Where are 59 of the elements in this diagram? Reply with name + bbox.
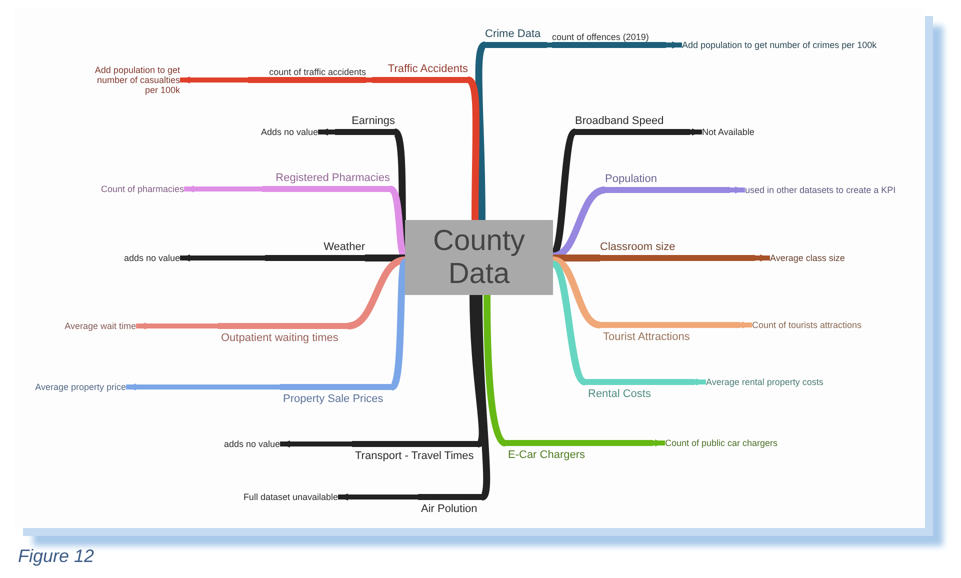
leaf-note: Count of public car chargers: [665, 438, 778, 448]
branch-connector: [366, 78, 372, 82]
leaf-note: Count of tourists attractions: [752, 320, 862, 330]
branch-topic: Crime Data: [485, 27, 547, 48]
branch-topic: Outpatient waiting times: [218, 323, 348, 345]
leaf-note: Not Available: [702, 127, 754, 137]
branch-connector: [184, 186, 262, 192]
branch-connector: [484, 294, 506, 446]
branch-connector: [338, 494, 418, 500]
branch-connector: [180, 254, 265, 262]
leaf-note: Average wait time: [64, 321, 136, 331]
branch-topic: Property Sale Prices: [280, 384, 392, 406]
branch-topic: Population: [605, 172, 730, 193]
branch-connector: [347, 256, 406, 330]
branch-topic: Transport - Travel Times: [352, 441, 478, 463]
leaf-note: Add population to get number of casualties per 100k: [90, 65, 180, 95]
branch-connector: [466, 76, 480, 220]
branch-connector: [180, 76, 248, 84]
branch-connector: [280, 440, 352, 448]
branch-topic: count of offences (2019): [552, 27, 666, 48]
leaf-note: Adds no value: [260, 127, 318, 137]
branch-connector: [730, 186, 745, 194]
branch-topic: Registered Pharmacies: [262, 171, 390, 192]
leaf-note: Full dataset unavailable: [243, 492, 338, 502]
branch-connector: [318, 128, 335, 136]
branch-topic: count of traffic accidents: [248, 62, 366, 83]
branch-connector: [553, 254, 600, 262]
branch-connector: [740, 322, 752, 328]
branch-connector: [755, 254, 770, 262]
figure-caption: Figure 12: [18, 546, 94, 567]
branch-topic: E-Car Chargers: [505, 440, 653, 462]
leaf-note: Add population to get number of crimes per 100k: [682, 40, 877, 50]
leaf-note: Average rental property costs: [706, 377, 824, 387]
branch-connector: [547, 42, 552, 48]
leaf-note: Average property price: [35, 382, 126, 392]
branch-connector: [126, 384, 280, 390]
branch-connector: [552, 256, 601, 328]
leaf-note: used in other datasets to create a KPI: [745, 185, 896, 195]
branch-connector: [136, 322, 218, 330]
branch-connector: [365, 254, 405, 262]
leaf-note: adds no value: [224, 439, 280, 449]
leaf-note: Average class size: [770, 253, 845, 263]
branch-connector: [690, 128, 702, 136]
branch-topic: Air Polution: [418, 494, 482, 516]
branch-topic: Weather: [265, 240, 365, 261]
branch-connector: [551, 261, 587, 385]
branch-topic: Traffic Accidents: [372, 62, 468, 83]
branch-topic: Broadband Speed: [575, 114, 690, 135]
branch-topic: Earnings: [335, 114, 395, 135]
branch-topic: Tourist Attractions: [600, 322, 740, 344]
branch-connector: [653, 440, 665, 446]
central-topic-box: County Data: [405, 220, 553, 295]
branch-connector: [695, 378, 706, 386]
branch-topic: Classroom size: [600, 240, 755, 261]
branch-topic: Rental Costs: [585, 379, 695, 401]
branch-connector: [475, 42, 487, 220]
leaf-note: Count of pharmacies: [100, 184, 184, 194]
leaf-note: adds no value: [124, 253, 180, 263]
branch-connector: [666, 42, 682, 48]
